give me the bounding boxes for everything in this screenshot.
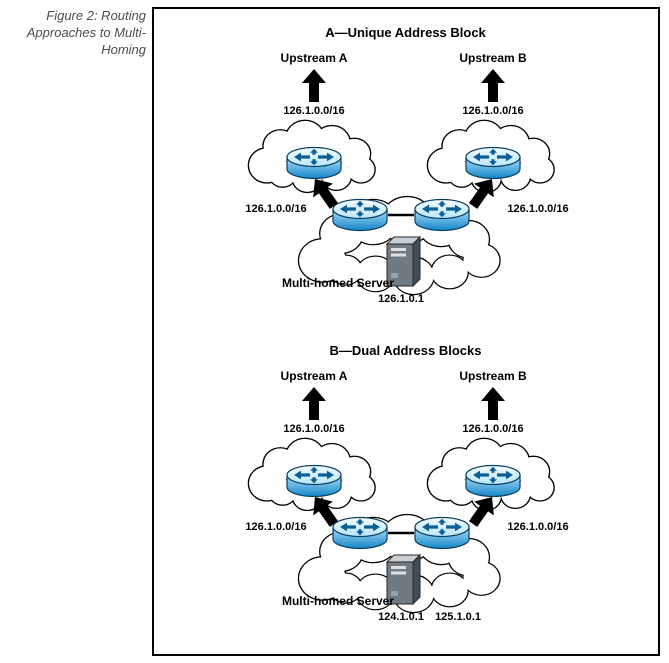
server-label: Multi-homed Server	[281, 276, 395, 290]
up-arrow-icon	[481, 69, 505, 102]
upstream-b-label: Upstream B	[459, 51, 527, 65]
server-ip-1: 124.1.0.1	[378, 611, 424, 623]
router-icon	[286, 146, 342, 180]
server-ip-1: 126.1.0.1	[378, 293, 424, 305]
upstream-a-prefix: 126.1.0.0/16	[283, 423, 345, 435]
left-link-prefix: 126.1.0.0/16	[245, 203, 307, 215]
right-link-prefix: 126.1.0.0/16	[507, 203, 569, 215]
panel-b-artwork	[155, 387, 656, 639]
panel-title: B—Dual Address Blocks	[329, 343, 482, 358]
router-icon	[465, 464, 521, 498]
server-ip-2: 125.1.0.1	[435, 611, 481, 623]
figure-caption: Figure 2: Routing Approaches to Multi-Ho…	[26, 8, 146, 57]
router-icon	[332, 198, 388, 232]
upstream-a-prefix: 126.1.0.0/16	[283, 105, 345, 117]
panel-unique-address-block: A—Unique Address Block Upstream A Upstre…	[155, 21, 656, 326]
up-arrow-icon	[302, 69, 326, 102]
upstream-b-label: Upstream B	[459, 369, 527, 383]
server-label: Multi-homed Server	[281, 594, 395, 608]
right-link-prefix: 126.1.0.0/16	[507, 521, 569, 533]
router-icon	[414, 516, 470, 550]
upstream-a-label: Upstream A	[280, 369, 348, 383]
panel-a-artwork	[155, 69, 656, 321]
upstream-b-prefix: 126.1.0.0/16	[462, 423, 524, 435]
up-arrow-icon	[481, 387, 505, 420]
up-arrow-icon	[302, 387, 326, 420]
upstream-a-label: Upstream A	[280, 51, 348, 65]
router-icon	[286, 464, 342, 498]
panel-dual-address-blocks: B—Dual Address Blocks Upstream A Upstrea…	[155, 339, 656, 644]
router-icon	[414, 198, 470, 232]
router-icon	[465, 146, 521, 180]
panel-title: A—Unique Address Block	[325, 25, 486, 40]
upstream-b-prefix: 126.1.0.0/16	[462, 105, 524, 117]
router-icon	[332, 516, 388, 550]
diagram-frame: A—Unique Address Block Upstream A Upstre…	[152, 7, 660, 656]
left-link-prefix: 126.1.0.0/16	[245, 521, 307, 533]
